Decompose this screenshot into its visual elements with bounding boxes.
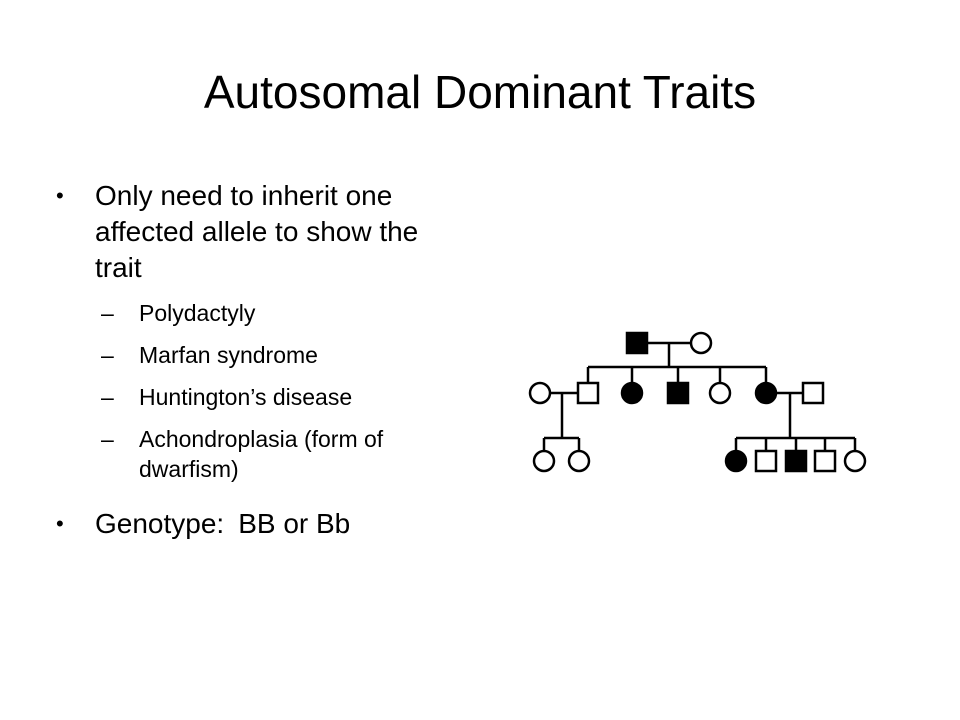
sub-item-text: Polydactyly — [139, 300, 256, 326]
unaffected-female-ii-1 — [528, 381, 552, 405]
sub-item-text: Marfan syndrome — [139, 342, 318, 368]
pedigree-lines — [542, 341, 857, 451]
unaffected-male-iii-4 — [754, 449, 778, 473]
affected-female-ii-3 — [620, 381, 644, 405]
dash-marker: – — [101, 384, 114, 410]
dash-marker: – — [101, 426, 114, 452]
sub-item-text: Achondroplasia (form of dwarfism) — [139, 426, 384, 482]
sub-list: – Polydactyly – Marfan syndrome – Huntin… — [56, 298, 476, 484]
bullet-marker: • — [56, 183, 64, 208]
affected-male-ii-4 — [666, 381, 690, 405]
sub-item: – Marfan syndrome — [56, 340, 476, 370]
bullet-item: • Only need to inherit one affected alle… — [56, 178, 476, 286]
dash-marker: – — [101, 300, 114, 326]
affected-female-ii-6 — [754, 381, 778, 405]
bullet-text: Only need to inherit one affected allele… — [95, 180, 419, 283]
unaffected-male-ii-2 — [576, 381, 600, 405]
genotype-value: BB or Bb — [238, 508, 351, 539]
genotype-label: Genotype: — [95, 508, 225, 539]
unaffected-female-iii-7 — [843, 449, 867, 473]
sub-item-text: Huntington’s disease — [139, 384, 353, 410]
sub-item: – Huntington’s disease — [56, 382, 476, 412]
sub-item: – Achondroplasia (form of dwarfism) — [56, 424, 476, 484]
content-area: • Only need to inherit one affected alle… — [56, 178, 476, 542]
bullet-item-genotype: • Genotype: BB or Bb — [56, 506, 476, 542]
unaffected-female-ii-5 — [708, 381, 732, 405]
unaffected-female-i-2 — [689, 331, 713, 355]
bullet-marker: • — [56, 511, 64, 536]
unaffected-female-iii-2 — [567, 449, 591, 473]
affected-female-iii-3 — [724, 449, 748, 473]
slide-title: Autosomal Dominant Traits — [203, 66, 757, 118]
affected-male-i-1 — [625, 331, 649, 355]
unaffected-male-ii-7 — [801, 381, 825, 405]
unaffected-male-iii-6 — [813, 449, 837, 473]
unaffected-female-iii-1 — [532, 449, 556, 473]
dash-marker: – — [101, 342, 114, 368]
affected-male-iii-5 — [784, 449, 808, 473]
sub-item: – Polydactyly — [56, 298, 476, 328]
genotype-line: Genotype: BB or Bb — [95, 506, 425, 542]
pedigree-individuals — [528, 331, 867, 473]
